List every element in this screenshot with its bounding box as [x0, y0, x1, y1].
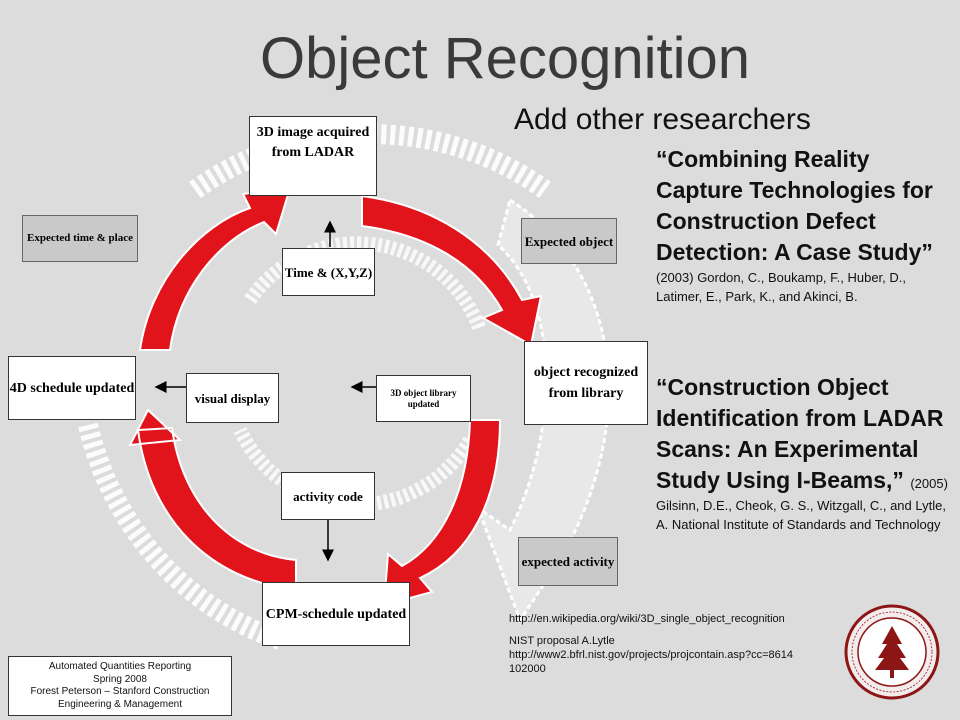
node-library-updated-label: 3D object library updated: [390, 387, 457, 409]
node-expected-activity: expected activity: [518, 537, 618, 586]
course-footer: Automated Quantities Reporting Spring 20…: [8, 656, 232, 716]
footer-line-1: Automated Quantities Reporting: [48, 661, 192, 672]
node-expected-object-label: Expected object: [524, 233, 614, 249]
reference-2-title: “Construction Object Identification from…: [656, 374, 944, 493]
node-expected-object: Expected object: [521, 218, 617, 264]
links-block: http://en.wikipedia.org/wiki/3D_single_o…: [509, 612, 799, 676]
node-visual-display: visual display: [186, 373, 279, 423]
node-expected-time-place: Expected time & place: [22, 215, 138, 262]
node-expected-activity-label: expected activity: [521, 554, 615, 569]
page-title: Object Recognition: [259, 26, 751, 91]
node-time-xyz: Time & (X,Y,Z): [282, 248, 375, 296]
reference-1: “Combining Reality Capture Technologies …: [656, 144, 950, 306]
node-activity-code: activity code: [281, 472, 375, 520]
node-visual-display-label: visual display: [194, 390, 271, 406]
footer-line-4: Engineering & Management: [58, 698, 182, 710]
subtitle: Add other researchers: [514, 103, 811, 136]
node-image-acquired-label: 3D image acquired from LADAR: [256, 125, 370, 160]
footer-line-3: Forest Peterson – Stanford Construction: [30, 686, 210, 697]
node-cpm-schedule: CPM-schedule updated: [262, 582, 410, 646]
node-4d-schedule: 4D schedule updated: [8, 356, 136, 420]
footer-line-2: Spring 2008: [93, 673, 147, 685]
red-arrow-bottom-right: [382, 419, 502, 607]
reference-2-details: (2005) Gilsinn, D.E., Cheok, G. S., Witz…: [656, 476, 948, 532]
node-image-acquired: 3D image acquired from LADAR: [249, 116, 377, 196]
red-arrow-bottom-left: [128, 408, 297, 592]
node-object-recognized: object recognized from library: [524, 341, 648, 425]
stanford-seal-icon: [844, 604, 940, 700]
reference-1-details: (2003) Gordon, C., Boukamp, F., Huber, D…: [656, 270, 907, 304]
node-4d-schedule-label: 4D schedule updated: [9, 380, 135, 396]
node-activity-code-label: activity code: [293, 488, 363, 504]
outer-dashed-arrow: [474, 197, 611, 624]
red-arrow-top-left: [138, 186, 292, 351]
reference-2: “Construction Object Identification from…: [656, 372, 950, 534]
reference-1-title: “Combining Reality Capture Technologies …: [656, 146, 933, 265]
node-time-xyz-label: Time & (X,Y,Z): [284, 264, 373, 280]
nist-label: NIST proposal A.Lytle: [509, 635, 615, 647]
node-library-updated: 3D object library updated: [376, 375, 471, 422]
wiki-link[interactable]: http://en.wikipedia.org/wiki/3D_single_o…: [509, 613, 785, 625]
nist-link[interactable]: http://www2.bfrl.nist.gov/projects/projc…: [509, 649, 794, 675]
node-expected-time-place-label: Expected time & place: [27, 232, 133, 244]
node-cpm-schedule-label: CPM-schedule updated: [265, 606, 407, 622]
node-object-recognized-label: object recognized from library: [533, 365, 639, 401]
